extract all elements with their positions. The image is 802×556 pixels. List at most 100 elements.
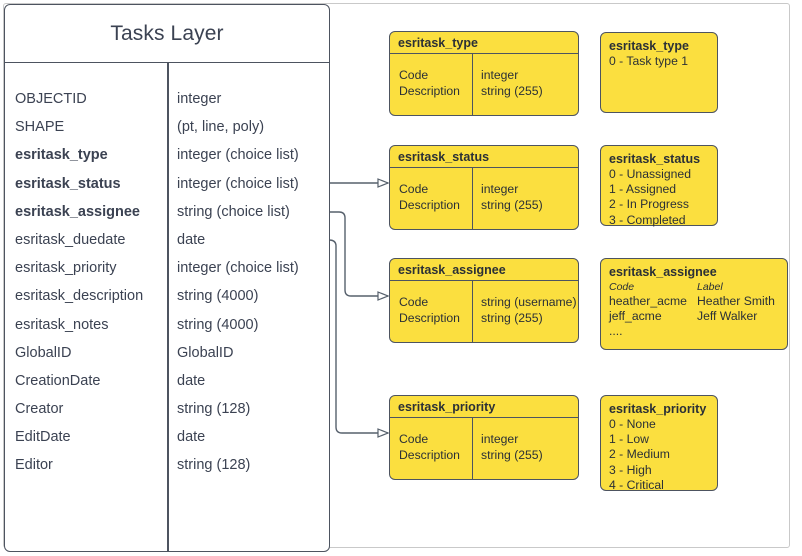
table-cell-type: date bbox=[177, 372, 206, 389]
value-item: 1 - Low bbox=[609, 432, 649, 447]
table-row: esritask_priority bbox=[15, 260, 117, 277]
column-divider bbox=[167, 63, 169, 551]
table-row: Creator bbox=[15, 401, 64, 418]
table-row: EditDate bbox=[15, 429, 71, 446]
value-box-esritask-type: esritask_type 0 - Task type 1 bbox=[600, 32, 718, 113]
value-item: 3 - Completed bbox=[609, 212, 686, 227]
domain-type: string (255) bbox=[481, 84, 543, 98]
domain-divider bbox=[472, 168, 474, 229]
value-box-title: esritask_status bbox=[609, 152, 701, 166]
domain-label: Description bbox=[399, 311, 460, 325]
domain-box-esritask-type: esritask_type Code Description integer s… bbox=[389, 31, 579, 116]
table-cell-type: integer bbox=[177, 91, 222, 107]
domain-label: Code bbox=[399, 432, 429, 446]
domain-label-column: Code Description bbox=[390, 168, 472, 229]
value-row: .... bbox=[609, 324, 787, 339]
value-col-header-code: Code bbox=[609, 281, 635, 293]
table-cell-type: string (4000) bbox=[177, 288, 259, 305]
domain-title: esritask_priority bbox=[390, 396, 578, 418]
domain-type: string (255) bbox=[481, 198, 543, 212]
domain-box-esritask-assignee: esritask_assignee Code Description strin… bbox=[389, 258, 579, 343]
tasks-layer-table: Tasks Layer OBJECTID SHAPE esritask_type… bbox=[4, 4, 330, 552]
table-cell-type: string (choice list) bbox=[177, 203, 290, 220]
domain-body: Code Description integer string (255) bbox=[390, 54, 578, 115]
domain-type: string (255) bbox=[481, 448, 543, 462]
diagram-outer-frame bbox=[3, 3, 790, 548]
page-title: Tasks Layer bbox=[5, 5, 329, 63]
domain-divider bbox=[472, 418, 474, 479]
table-row: esritask_duedate bbox=[15, 231, 126, 248]
table-row: esritask_description bbox=[15, 288, 144, 305]
domain-label: Code bbox=[399, 182, 429, 196]
table-row: esritask_notes bbox=[15, 316, 109, 333]
value-box-title: esritask_priority bbox=[609, 402, 707, 416]
domain-body: Code Description string (username) strin… bbox=[390, 281, 578, 342]
table-row: SHAPE bbox=[15, 119, 65, 136]
layer-field-list: OBJECTID SHAPE esritask_type esritask_st… bbox=[5, 63, 329, 551]
domain-label: Description bbox=[399, 448, 460, 462]
domain-type: string (255) bbox=[481, 311, 543, 325]
domain-label: Code bbox=[399, 295, 429, 309]
value-item: 0 - Task type 1 bbox=[609, 54, 689, 68]
value-item: 0 - None bbox=[609, 417, 656, 431]
table-row: esritask_type bbox=[15, 147, 108, 164]
domain-label: Description bbox=[399, 198, 460, 212]
value-row: jeff_acme Jeff Walker bbox=[609, 309, 787, 324]
value-box-esritask-status: esritask_status 0 - Unassigned 1 - Assig… bbox=[600, 145, 718, 227]
value-box-esritask-assignee: esritask_assignee Code Label heather_acm… bbox=[600, 258, 788, 350]
domain-box-esritask-status: esritask_status Code Description integer… bbox=[389, 145, 579, 230]
value-item: 1 - Assigned bbox=[609, 182, 677, 197]
table-row: CreationDate bbox=[15, 372, 101, 389]
value-box-esritask-priority: esritask_priority 0 - None 1 - Low 2 - M… bbox=[600, 395, 718, 492]
domain-label: Description bbox=[399, 84, 460, 98]
domain-body: Code Description integer string (255) bbox=[390, 418, 578, 479]
domain-type: string (username) bbox=[481, 295, 577, 309]
domain-label: Code bbox=[399, 68, 429, 82]
table-row: esritask_status bbox=[15, 175, 121, 192]
field-type-column: integer (pt, line, poly) integer (choice… bbox=[167, 63, 329, 551]
table-cell-type: date bbox=[177, 429, 206, 446]
domain-type-column: integer string (255) bbox=[472, 418, 572, 479]
value-item: 2 - Medium bbox=[609, 447, 670, 462]
domain-type: integer bbox=[481, 68, 519, 82]
domain-type-column: integer string (255) bbox=[472, 168, 572, 229]
table-row: OBJECTID bbox=[15, 91, 87, 107]
table-cell-type: integer (choice list) bbox=[177, 260, 299, 277]
value-item: 4 - Critical bbox=[609, 477, 664, 492]
domain-type-column: string (username) string (255) bbox=[472, 281, 577, 342]
value-item: 0 - Unassigned bbox=[609, 167, 691, 181]
domain-type-column: integer string (255) bbox=[472, 54, 572, 115]
domain-label-column: Code Description bbox=[390, 281, 472, 342]
field-name-column: OBJECTID SHAPE esritask_type esritask_st… bbox=[5, 63, 167, 551]
value-item: 3 - High bbox=[609, 462, 652, 477]
domain-title: esritask_status bbox=[390, 146, 578, 168]
table-row: Editor bbox=[15, 457, 53, 474]
table-row: GlobalID bbox=[15, 344, 72, 361]
table-cell-type: GlobalID bbox=[177, 344, 234, 361]
value-item: 2 - In Progress bbox=[609, 197, 689, 212]
value-box-title: esritask_assignee bbox=[609, 265, 717, 279]
table-cell-type: (pt, line, poly) bbox=[177, 119, 265, 136]
domain-type: integer bbox=[481, 432, 519, 446]
table-cell-type: integer (choice list) bbox=[177, 147, 299, 164]
domain-title: esritask_type bbox=[390, 32, 578, 54]
table-cell-type: string (128) bbox=[177, 457, 251, 474]
value-code: jeff_acme bbox=[609, 309, 662, 324]
value-code: heather_acme bbox=[609, 294, 687, 308]
table-row: esritask_assignee bbox=[15, 203, 140, 220]
table-cell-type: date bbox=[177, 231, 206, 248]
domain-body: Code Description integer string (255) bbox=[390, 168, 578, 229]
domain-title: esritask_assignee bbox=[390, 259, 578, 281]
domain-label-column: Code Description bbox=[390, 54, 472, 115]
value-box-title: esritask_type bbox=[609, 39, 689, 53]
domain-divider bbox=[472, 281, 474, 342]
value-col-header-label: Label bbox=[697, 281, 723, 293]
value-label: Jeff Walker bbox=[697, 309, 758, 324]
value-label: Heather Smith bbox=[697, 294, 775, 308]
value-row: heather_acme Heather Smith bbox=[609, 294, 787, 309]
value-code: .... bbox=[609, 324, 623, 339]
domain-type: integer bbox=[481, 182, 519, 196]
table-cell-type: string (4000) bbox=[177, 316, 259, 333]
domain-label-column: Code Description bbox=[390, 418, 472, 479]
